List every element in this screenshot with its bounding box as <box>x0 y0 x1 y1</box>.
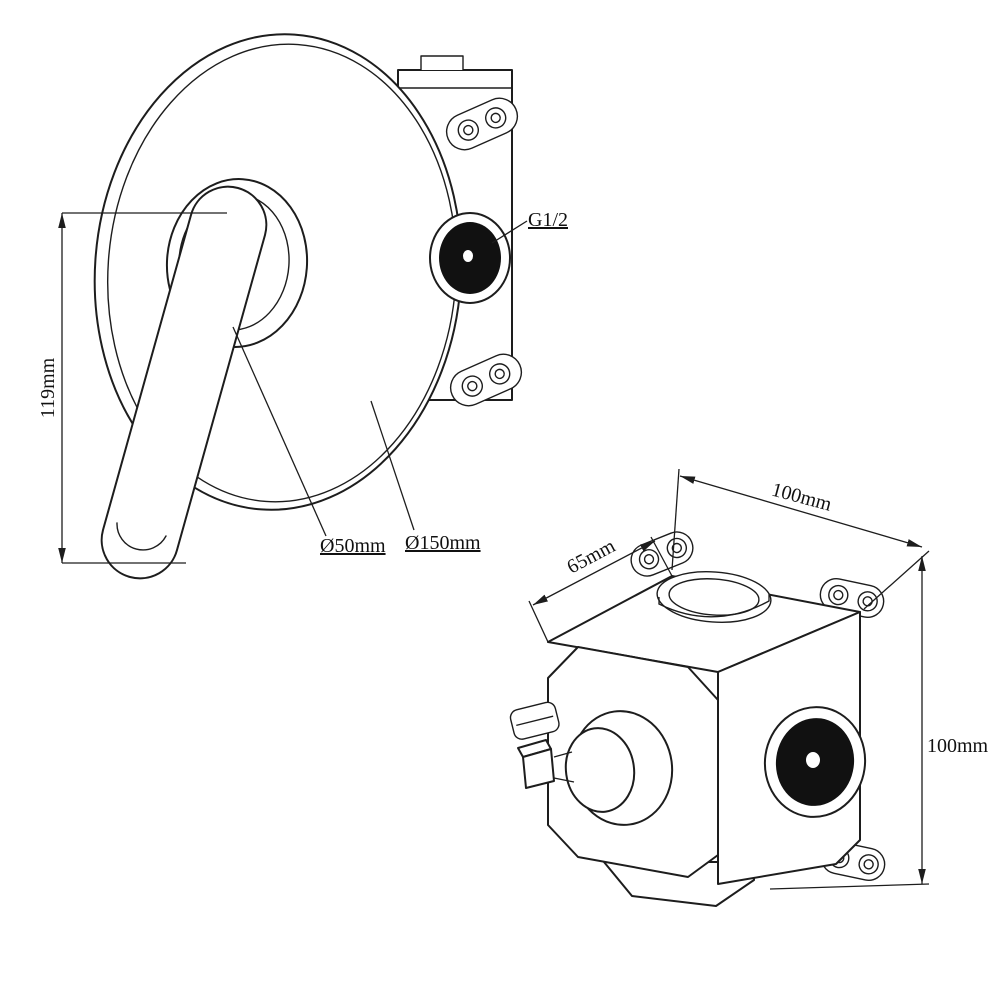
extension-line <box>671 468 680 571</box>
lug-hole-inner <box>490 112 501 124</box>
leader-line <box>232 326 327 537</box>
label-depth: 65mm <box>563 535 619 579</box>
stem-edge <box>553 751 573 758</box>
opening-collar <box>658 600 770 618</box>
dimension-line <box>679 475 923 548</box>
box-top-fitting <box>420 55 464 71</box>
leader-handle-diameter: Ø50mm <box>232 326 386 557</box>
isometric-view: 65mm 100mm 100mm <box>509 468 989 907</box>
label-handle-height: 119mm <box>37 357 59 418</box>
leader-line <box>491 220 528 244</box>
leader-plate-diameter: Ø150mm <box>370 400 481 554</box>
handle-tip-line <box>116 522 167 551</box>
inlet-port <box>429 212 511 304</box>
extension-line <box>863 550 930 610</box>
port-center <box>463 250 473 262</box>
mounting-lug-top <box>445 97 519 151</box>
clip-line <box>516 715 554 727</box>
lug-hole-inner <box>494 368 505 380</box>
front-view: 119mm Ø50mm Ø150mm G1/2 <box>37 33 568 580</box>
label-plate-diameter: Ø150mm <box>405 532 481 554</box>
valve-spindle <box>509 701 674 826</box>
lug-hole-inner <box>467 380 478 392</box>
port-center <box>806 752 820 768</box>
lug-hole-inner <box>463 124 474 136</box>
leader-line <box>370 400 415 531</box>
dimension-line <box>532 540 656 606</box>
dimension-handle-height: 119mm <box>37 212 227 564</box>
extension-line <box>528 600 549 643</box>
dimension-height: 100mm <box>769 556 989 890</box>
top-opening <box>656 571 772 623</box>
extension-line <box>769 883 930 890</box>
stem-square-front <box>522 748 555 789</box>
label-width: 100mm <box>769 479 834 516</box>
lug-hole-inner <box>833 589 844 601</box>
label-handle-diameter: Ø50mm <box>320 535 386 557</box>
label-height: 100mm <box>927 735 989 757</box>
stem-edge <box>553 777 575 783</box>
opening-inner <box>668 578 760 616</box>
outlet-port <box>763 706 867 818</box>
spindle-collar <box>564 727 636 813</box>
spindle-clip <box>509 701 560 740</box>
label-thread: G1/2 <box>528 209 568 231</box>
leader-thread: G1/2 <box>491 209 568 244</box>
lug-hole-inner <box>863 859 874 870</box>
mounting-lug-bottom <box>449 353 523 407</box>
